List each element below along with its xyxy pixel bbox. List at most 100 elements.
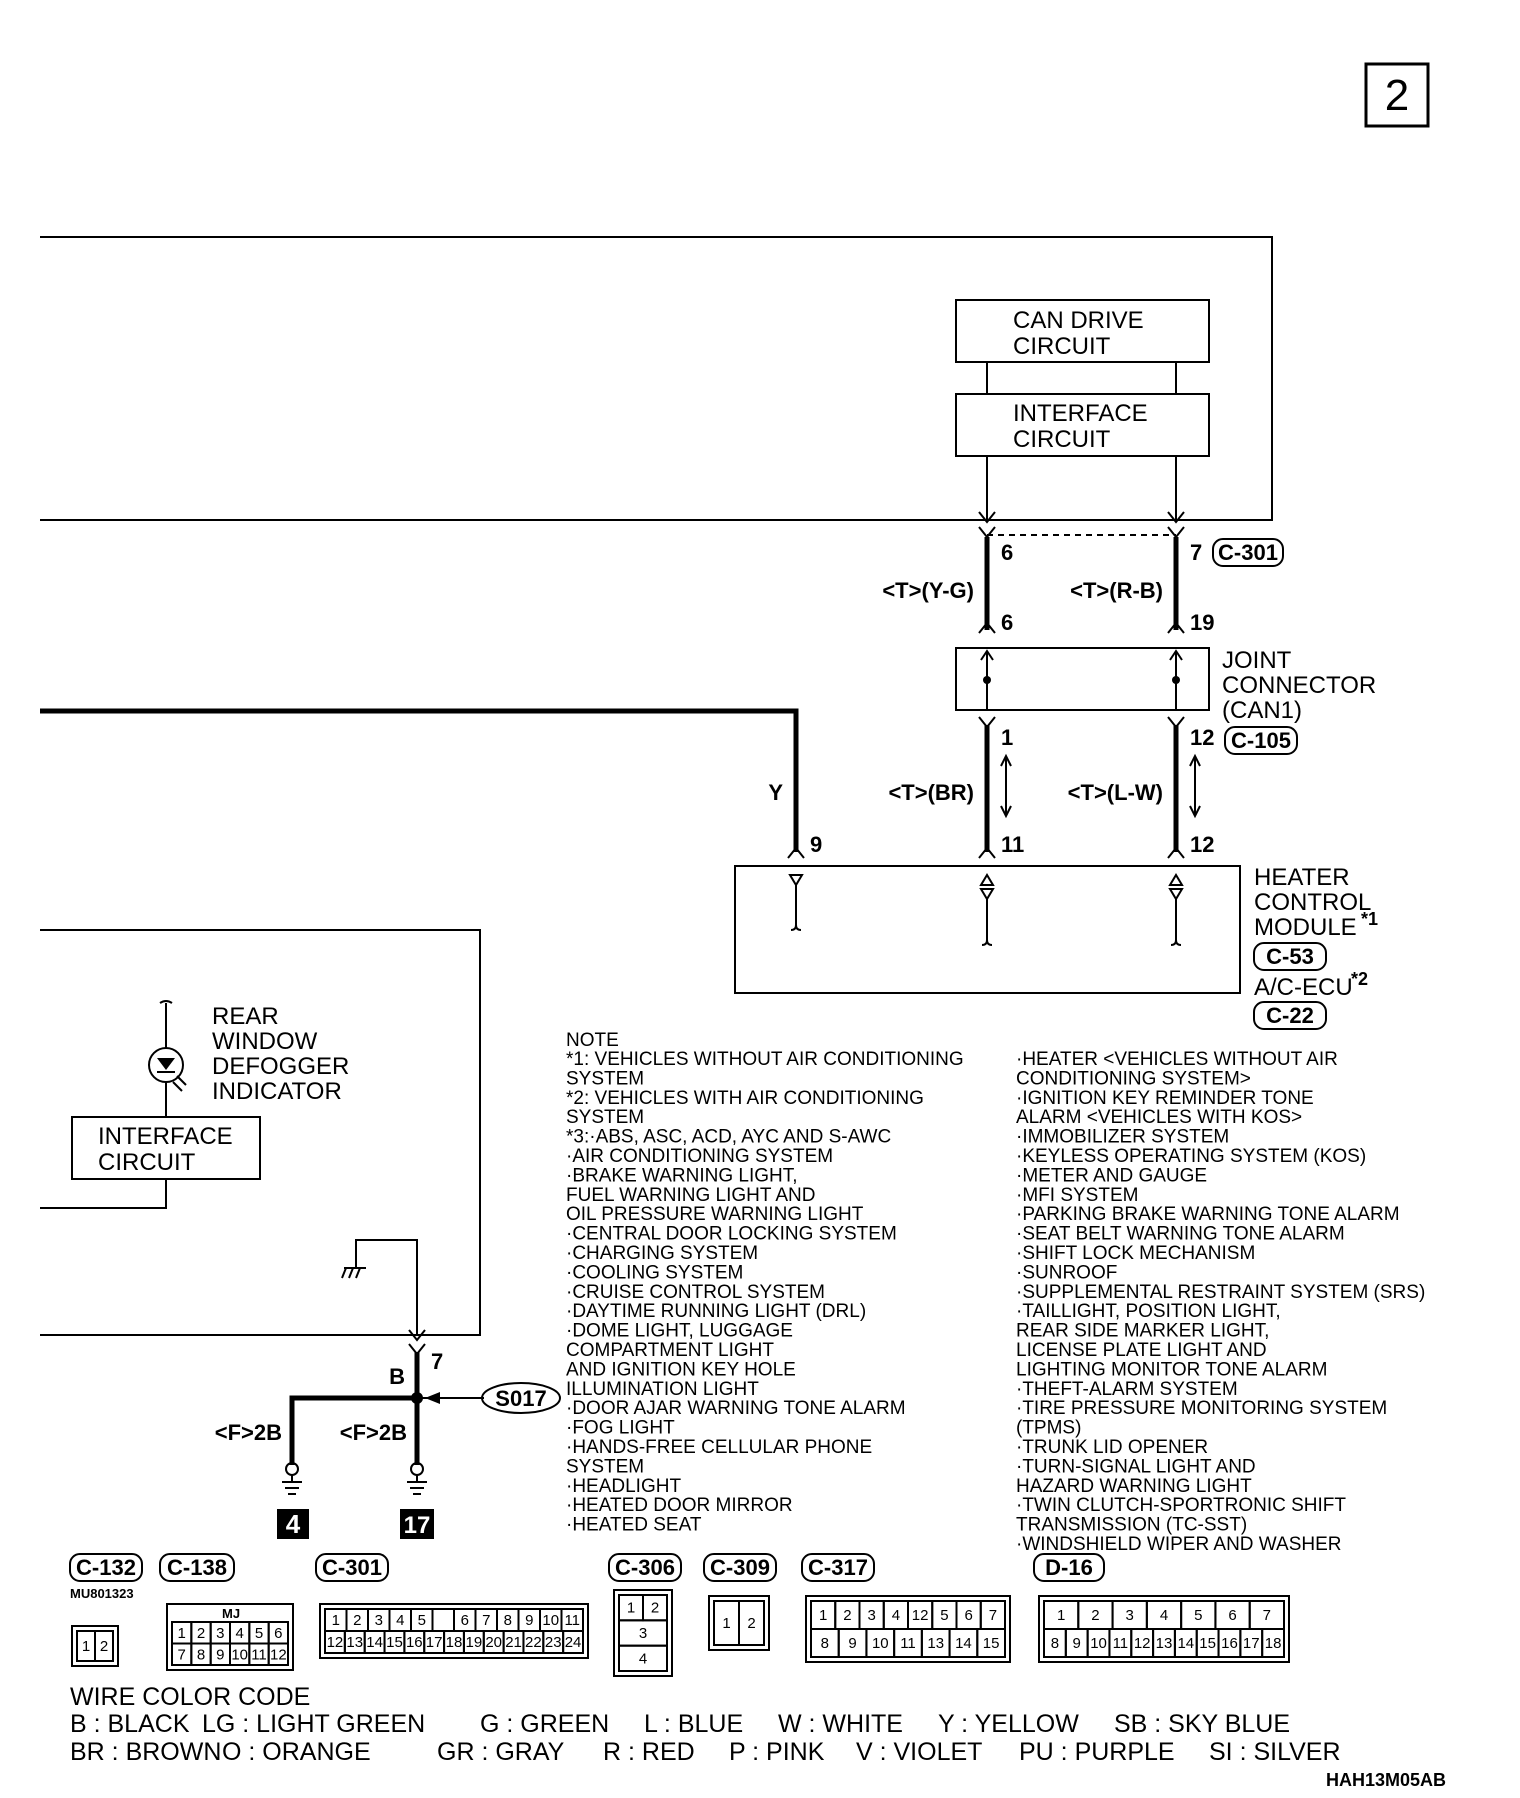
can-drive-circuit-block: CAN DRIVE CIRCUIT: [955, 299, 1210, 363]
connector-pin-number: 11: [251, 1646, 267, 1663]
connector-pin-number: 11: [564, 1612, 580, 1629]
pin-jc-6: 6: [1001, 610, 1013, 635]
note-right-line: ·SHIFT LOCK MECHANISM: [1016, 1243, 1255, 1264]
connector-pin-number: 3: [375, 1612, 383, 1629]
page-number: 2: [1385, 71, 1409, 120]
note-right-line: ·PARKING BRAKE WARNING TONE ALARM: [1016, 1204, 1400, 1225]
connector-pin-number: 22: [525, 1634, 542, 1651]
connector-pin-number: 10: [1090, 1635, 1107, 1652]
note-left-line: FUEL WARNING LIGHT AND: [566, 1185, 816, 1206]
connector-pin-number: 2: [197, 1625, 205, 1642]
connector-pin-number: 24: [565, 1634, 582, 1651]
note-right-line: CONDITIONING SYSTEM>: [1016, 1068, 1251, 1089]
note-left-line: SYSTEM: [566, 1456, 644, 1477]
wire-color-code-title: WIRE COLOR CODE: [70, 1683, 310, 1711]
note-right-line: ·WINDSHIELD WIPER AND WASHER: [1016, 1534, 1342, 1555]
connector-pin-number: 18: [1265, 1635, 1282, 1652]
joint-connector-line-2: CONNECTOR: [1222, 672, 1376, 699]
connector-pin-number: 3: [216, 1625, 224, 1642]
rear-indicator-line-4: INDICATOR: [212, 1078, 342, 1105]
connector-pin-number: 23: [545, 1634, 562, 1651]
wire-label-f2b-left: <F>2B: [215, 1420, 282, 1445]
heater-module-line-3: MODULE: [1254, 914, 1357, 941]
connector-pin-number: 8: [1051, 1635, 1059, 1652]
wire-color-entry: B : BLACK: [70, 1710, 190, 1738]
connector-pin-number: 5: [1194, 1607, 1202, 1624]
connector-ref-c105: C-105: [1224, 726, 1298, 755]
connector-pin-number: 6: [274, 1625, 282, 1642]
heater-module-line-2: CONTROL: [1254, 889, 1371, 916]
note-left-line: *1: VEHICLES WITHOUT AIR CONDITIONING: [566, 1049, 964, 1070]
connector-pin-number: 7: [482, 1612, 490, 1629]
connector-pin-number: 19: [466, 1634, 483, 1651]
connector-pin-number: 16: [406, 1634, 423, 1651]
connector-pin-number: 12: [327, 1634, 344, 1651]
note-right-line: HAZARD WARNING LIGHT: [1016, 1476, 1252, 1497]
note-right-line: ·THEFT-ALARM SYSTEM: [1016, 1379, 1238, 1400]
note-right-line: TRANSMISSION (TC-SST): [1016, 1515, 1247, 1536]
note-left-line: ·HEADLIGHT: [566, 1476, 681, 1497]
connector-pin-number: 20: [485, 1634, 502, 1651]
note-left-line: ·HEATED SEAT: [566, 1515, 702, 1536]
wire-color-entry: SI : SILVER: [1209, 1738, 1341, 1766]
wire-label-b: B: [389, 1364, 405, 1389]
connector-pin-number: 3: [1126, 1607, 1134, 1624]
splice-ref-s017: S017: [481, 1382, 561, 1414]
can-bidirectional-arrows: [1000, 753, 1201, 819]
note-right-line: ·TRUNK LID OPENER: [1016, 1437, 1208, 1458]
wire-color-entry: L : BLUE: [644, 1710, 743, 1738]
internal-ground-symbol: [341, 1239, 418, 1335]
connector-pin-number: 12: [1134, 1635, 1151, 1652]
wire-color-entry: GR : GRAY: [437, 1738, 565, 1766]
connector-pin-number: 13: [927, 1635, 944, 1652]
interface-top-line-1: INTERFACE: [1013, 400, 1148, 427]
wire-label-rb: <T>(R-B): [1070, 578, 1163, 603]
note-right-line: ·TWIN CLUTCH-SPORTRONIC SHIFT: [1016, 1495, 1346, 1516]
wire-y: [40, 708, 799, 852]
connector-pin-number: 21: [505, 1634, 522, 1651]
connector-pin-number: 1: [627, 1600, 635, 1617]
note-left-line: SYSTEM: [566, 1068, 644, 1089]
connector-pin-number: 4: [892, 1607, 900, 1624]
note-right-line: ·HEATER <VEHICLES WITHOUT AIR: [1016, 1049, 1338, 1070]
connector-pin-number: 7: [989, 1607, 997, 1624]
ac-ecu-label: A/C-ECU: [1254, 974, 1353, 1001]
pin-jc-12: 12: [1190, 725, 1214, 750]
connector-pin-number: 7: [1263, 1607, 1271, 1624]
pin-jc-19: 19: [1190, 610, 1214, 635]
c53-label: C-53: [1266, 944, 1314, 969]
top-frame: [40, 236, 1273, 521]
connector-pin-number: 17: [1243, 1635, 1260, 1652]
connector-pin-number: 15: [386, 1634, 403, 1651]
connector-pin-number: 2: [100, 1638, 108, 1655]
note-left-line: *3:·ABS, ASC, ACD, AYC AND S-AWC: [566, 1127, 891, 1148]
wire-color-entry: Y : YELLOW: [938, 1710, 1079, 1738]
connector-pin-number: 4: [639, 1650, 647, 1667]
can-drive-line-2: CIRCUIT: [1013, 333, 1111, 360]
connector-pin-number: 2: [747, 1615, 755, 1632]
connector-pin-number: 7: [177, 1646, 185, 1663]
ground-17-label: 17: [404, 1512, 431, 1539]
connector-pin-number: 13: [1156, 1635, 1173, 1652]
pin-c301-7: 7: [1190, 540, 1202, 565]
pin-c301-6: 6: [1001, 540, 1013, 565]
note-title: NOTE: [566, 1030, 619, 1051]
connector-part-number: MJ: [222, 1606, 240, 1621]
connector-pin-number: 6: [964, 1607, 972, 1624]
note-left-line: ·HEATED DOOR MIRROR: [566, 1495, 793, 1516]
connector-pin-number: 17: [426, 1634, 443, 1651]
connector-pin-number: 5: [940, 1607, 948, 1624]
note-left-line: ·COOLING SYSTEM: [566, 1262, 743, 1283]
note-right-line: ·TURN-SIGNAL LIGHT AND: [1016, 1456, 1256, 1477]
wire-color-entry: P : PINK: [729, 1738, 825, 1766]
connector-pin-number: 5: [255, 1625, 263, 1642]
connector-view-id: C-138: [167, 1555, 227, 1580]
connector-ref-c22: C-22: [1253, 1001, 1327, 1030]
connector-pin-number: 1: [177, 1625, 185, 1642]
note-right-line: ·IMMOBILIZER SYSTEM: [1016, 1127, 1229, 1148]
connector-pin-number: 9: [1073, 1635, 1081, 1652]
ground-point-4: 4: [277, 1462, 309, 1539]
